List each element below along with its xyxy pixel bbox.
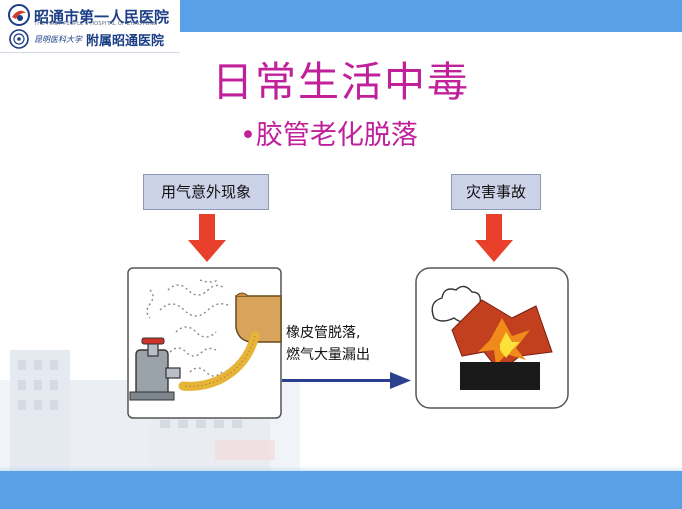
leak-caption-line1: 橡皮管脱落, — [286, 325, 361, 341]
down-arrow-result — [475, 214, 513, 262]
gas-pipe — [235, 295, 282, 343]
logo-row-university: 昆明医科大学 附属昭通医院 — [8, 28, 180, 50]
explosion-icon — [451, 299, 553, 373]
down-arrow-cause — [188, 214, 226, 262]
cause-label: 用气意外现象 — [143, 174, 269, 210]
leak-caption: 橡皮管脱落, 燃气大量漏出 — [286, 322, 370, 366]
bottom-banner-glow — [0, 466, 682, 474]
gas-valve — [129, 337, 181, 401]
stove-base — [460, 362, 540, 390]
leaking-gas-swirls — [146, 279, 231, 377]
hospital-name: 昭通市第一人民医院 — [34, 8, 170, 26]
university-name: 昆明医科大学 — [34, 35, 82, 44]
slide-title: 日常生活中毒 — [212, 58, 470, 106]
detached-rubber-hose — [178, 331, 260, 391]
slide-bullet: •胶管老化脱落 — [240, 120, 418, 151]
leak-caption-line2: 燃气大量漏出 — [286, 347, 370, 363]
affiliation-name: 附属昭通医院 — [86, 34, 165, 49]
hospital-english-name: THE FIRST PEOPLE'S HOSPITAL OF ZHAOTONG — [34, 21, 158, 27]
hospital-emblem-icon — [8, 4, 30, 26]
university-emblem-icon — [9, 29, 29, 49]
right-arrow — [282, 372, 411, 389]
logo-row-hospital: 昭通市第一人民医院 THE FIRST PEOPLE'S HOSPITAL OF… — [8, 4, 180, 28]
bottom-banner — [0, 471, 682, 509]
result-label: 灾害事故 — [451, 174, 541, 210]
hospital-logo-block: 昭通市第一人民医院 THE FIRST PEOPLE'S HOSPITAL OF… — [0, 0, 180, 53]
